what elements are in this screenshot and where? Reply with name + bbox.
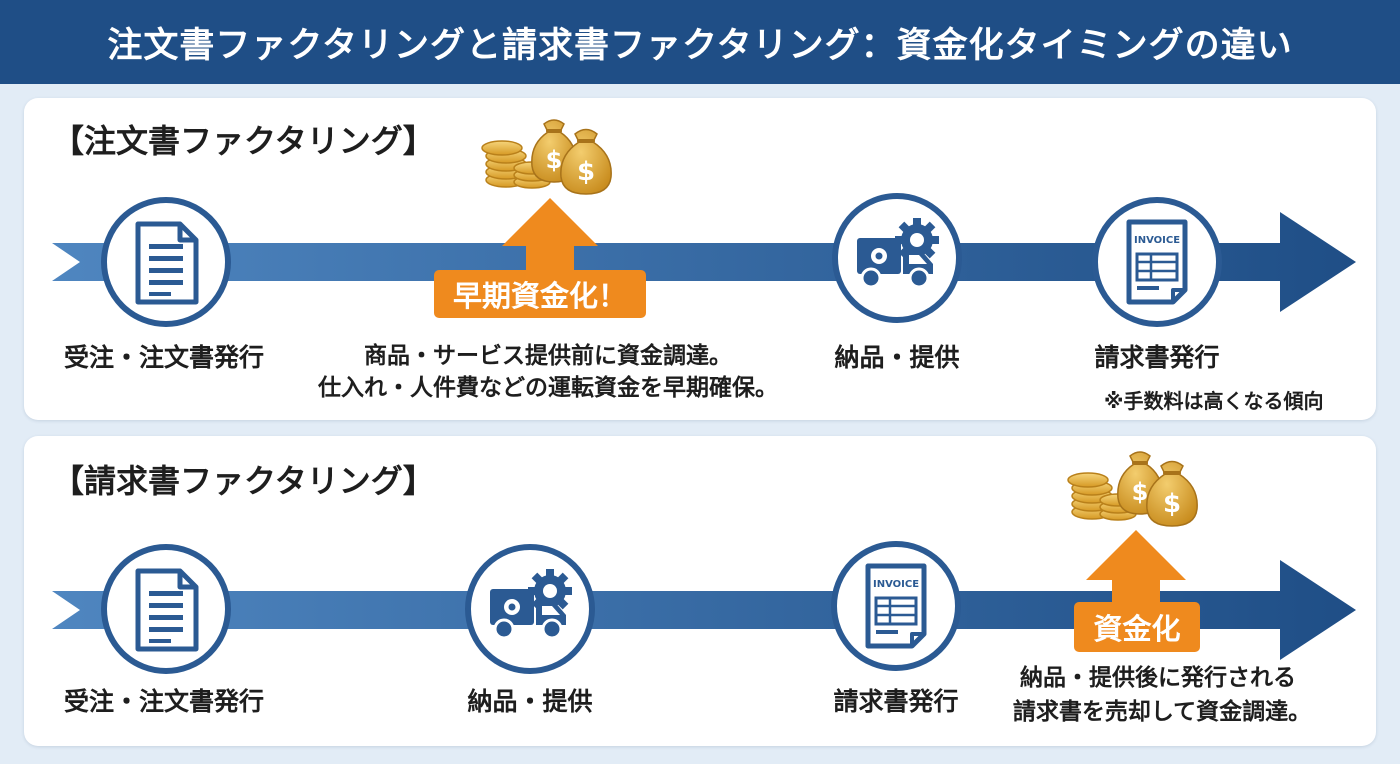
step-label-delivery: 納品・提供 (834, 343, 960, 372)
timeline-arrow-purchase-order (52, 212, 1356, 312)
step-label-invoice: 請求書発行 (1094, 343, 1220, 372)
invoice-icon-label: INVOICE (1134, 235, 1180, 246)
delivery-truck-icon (468, 547, 592, 671)
header-banner: 注文書ファクタリングと請求書ファクタリング：資金化タイミングの違い (0, 0, 1400, 84)
funding-up-arrow (1086, 530, 1186, 606)
timeline-arrow-invoice (52, 560, 1356, 660)
funding-description-line-2: 請求書を売却して資金調達。 (1012, 699, 1312, 725)
delivery-truck-icon (835, 196, 959, 320)
document-icon (104, 547, 228, 671)
invoice-icon: INVOICE (834, 544, 958, 668)
section-title-invoice: 【請求書ファクタリング】 (52, 462, 435, 500)
funding-badge: 資金化 (1074, 602, 1200, 652)
invoice-icon: INVOICE (1095, 200, 1219, 324)
document-icon (104, 200, 228, 324)
step-label-invoice: 請求書発行 (833, 687, 959, 716)
step-label-order: 受注・注文書発行 (63, 343, 265, 372)
funding-description-line-2: 仕入れ・人件費などの運転資金を早期確保。 (318, 375, 778, 401)
invoice-icon-label: INVOICE (873, 579, 919, 590)
fee-note: ※手数料は高くなる傾向 (1104, 389, 1324, 413)
funding-up-arrow (502, 198, 598, 272)
page-title: 注文書ファクタリングと請求書ファクタリング：資金化タイミングの違い (107, 25, 1293, 66)
step-label-delivery: 納品・提供 (467, 687, 593, 716)
money-bags-icon (481, 119, 612, 195)
section-title-purchase-order: 【注文書ファクタリング】 (52, 122, 435, 160)
funding-description-line-1: 納品・提供後に発行される (1020, 665, 1296, 691)
funding-description-line-1: 商品・サービス提供前に資金調達。 (364, 343, 732, 369)
early-funding-badge: 早期資金化！ (434, 270, 646, 318)
step-label-order: 受注・注文書発行 (63, 687, 265, 716)
money-bags-icon (1067, 451, 1198, 527)
